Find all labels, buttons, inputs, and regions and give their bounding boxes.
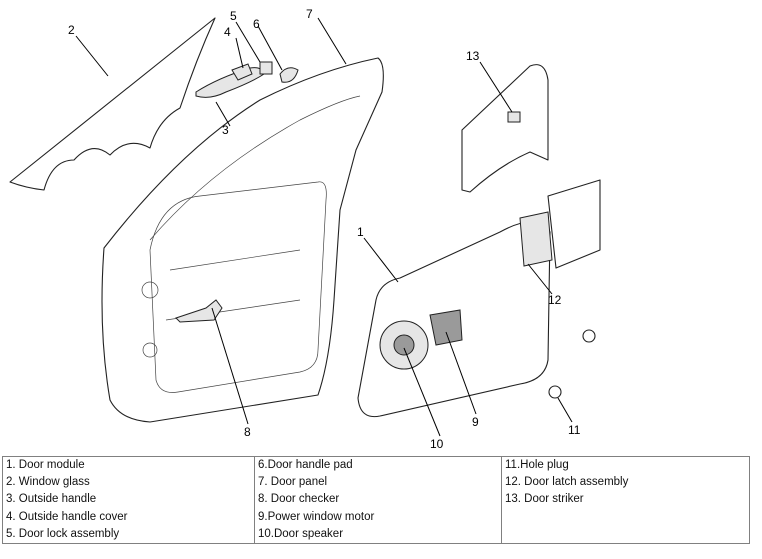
callout-6: 6 [253, 17, 260, 31]
door-panel [101, 57, 384, 423]
legend-item: 4. Outside handle cover [6, 510, 128, 523]
callout-9: 9 [472, 415, 479, 429]
legend-item: 2. Window glass [6, 476, 90, 489]
outside-handle-group [195, 61, 299, 98]
callout-1: 1 [357, 225, 364, 239]
legend-item: 10.Door speaker [258, 527, 344, 540]
legend-item: 11.Hole plug [505, 459, 569, 471]
callout-4: 4 [224, 25, 231, 39]
legend-item: 7. Door panel [258, 476, 328, 489]
callout-2: 2 [68, 23, 75, 37]
exploded-door-diagram: 2 3 4 5 6 7 8 1 9 10 11 12 13 [9, 7, 601, 451]
door-checker [175, 299, 223, 323]
legend-item: 1. Door module [6, 459, 85, 471]
legend-item: 3. Outside handle [6, 493, 97, 506]
parts-legend-table: 1. Door module 2. Window glass 3. Outsid… [2, 456, 750, 544]
callout-7: 7 [306, 7, 313, 21]
callout-5: 5 [230, 9, 237, 23]
legend-column-3: 11.Hole plug 12. Door latch assembly 13.… [501, 456, 750, 544]
hole-plug [548, 329, 596, 399]
legend-column-1: 1. Door module 2. Window glass 3. Outsid… [2, 456, 255, 544]
callout-11: 11 [568, 423, 581, 437]
callout-3: 3 [222, 123, 229, 137]
legend-item: 5. Door lock assembly [6, 527, 120, 540]
callout-8: 8 [244, 425, 251, 439]
callout-13: 13 [466, 49, 480, 63]
legend-item: 6.Door handle pad [258, 459, 353, 471]
legend-item: 13. Door striker [505, 493, 584, 506]
callout-12: 12 [548, 293, 562, 307]
door-striker [461, 64, 549, 193]
callout-10: 10 [430, 437, 444, 451]
door-module [357, 221, 551, 418]
door-latch [519, 179, 601, 269]
legend-item: 8. Door checker [258, 493, 340, 506]
window-glass [9, 17, 216, 191]
legend-item: 12. Door latch assembly [505, 476, 629, 489]
leader-lines [75, 17, 573, 437]
legend-column-2: 6.Door handle pad 7. Door panel 8. Door … [254, 456, 502, 544]
legend-item: 9.Power window motor [258, 510, 375, 523]
